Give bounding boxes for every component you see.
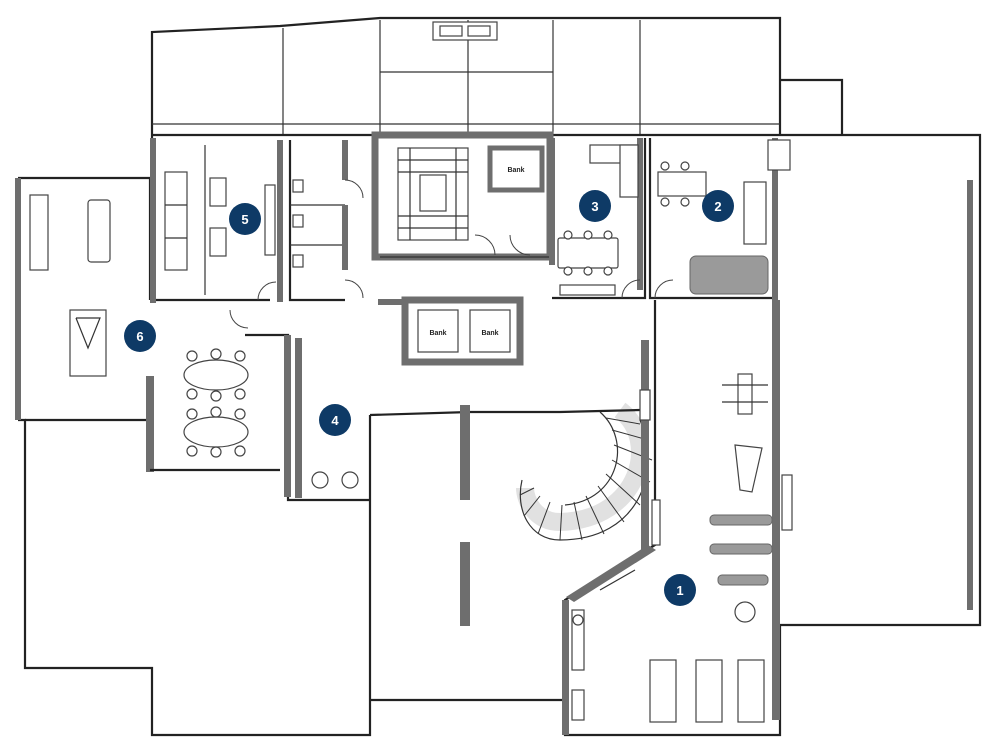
- room-4: [229, 309, 641, 502]
- outer-walls: [15, 133, 982, 737]
- svg-text:3: 3: [591, 199, 598, 214]
- lift-label-right: Bank: [481, 330, 498, 337]
- room-3: [549, 138, 647, 300]
- svg-text:6: 6: [136, 329, 143, 344]
- lift-label-left: Bank: [429, 330, 446, 337]
- gym-equipment: [571, 373, 773, 723]
- lift-label-top: Bank: [507, 167, 524, 174]
- stair-core: Bank: [371, 131, 554, 261]
- svg-text:5: 5: [241, 212, 248, 227]
- room-2: [648, 138, 791, 300]
- zone-badge-5: 5: [229, 203, 261, 235]
- atrium: [460, 402, 653, 626]
- zone-badge-3: 3: [579, 190, 611, 222]
- svg-text:1: 1: [676, 583, 683, 598]
- zone-badge-2: 2: [702, 190, 734, 222]
- svg-text:4: 4: [331, 413, 339, 428]
- washrooms: [288, 140, 364, 302]
- room-1: [562, 300, 793, 735]
- zone-badge-6: 6: [124, 320, 156, 352]
- room-5: [150, 135, 283, 303]
- zone-badge-4: 4: [319, 404, 351, 436]
- room-6: [25, 194, 280, 472]
- balcony-strip: [150, 16, 844, 135]
- lift-lobby: Bank Bank: [378, 296, 524, 366]
- svg-text:2: 2: [714, 199, 721, 214]
- zone-badge-1: 1: [664, 574, 696, 606]
